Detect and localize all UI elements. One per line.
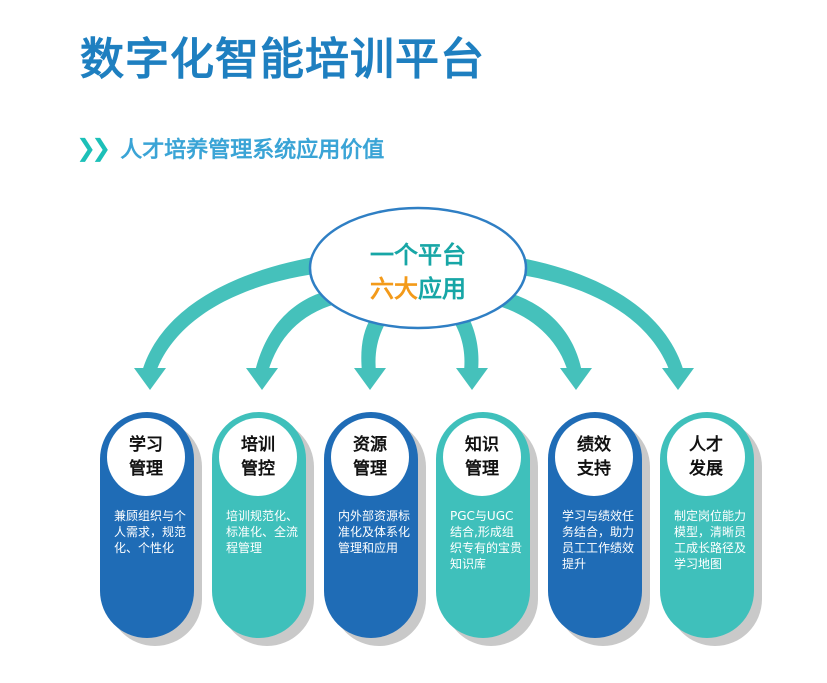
- module-title: 学习管理: [107, 418, 185, 496]
- hub-highlight: 六大: [370, 275, 418, 303]
- module-description: 培训规范化、标准化、全流程管理: [226, 509, 299, 555]
- arrow-to-knowledge: [454, 316, 479, 372]
- module-description: PGC与UGC结合,形成组织专有的宝贵知识库: [450, 509, 523, 571]
- arrow-to-performance: [492, 290, 582, 372]
- module-description: 制定岗位能力模型，清晰员工成长路径及学习地图: [674, 509, 747, 571]
- arrowhead-performance: [560, 368, 592, 390]
- module-description: 内外部资源标准化及体系化管理和应用: [338, 509, 411, 555]
- arrowhead-learning: [134, 368, 166, 390]
- hub-rest: 应用: [418, 275, 466, 303]
- module-title: 人才发展: [667, 418, 745, 496]
- module-title: 知识管理: [443, 418, 521, 496]
- module-title: 绩效支持: [555, 418, 633, 496]
- hub-line2: 六大应用: [320, 272, 516, 306]
- module-card-training: 培训管控 培训规范化、标准化、全流程管理: [212, 412, 306, 638]
- module-card-learning: 学习管理 兼顾组织与个人需求，规范化、个性化: [100, 412, 194, 638]
- hub-ellipse: [308, 206, 528, 330]
- module-card-knowledge: 知识管理 PGC与UGC结合,形成组织专有的宝贵知识库: [436, 412, 530, 638]
- module-card-resource: 资源管理 内外部资源标准化及体系化管理和应用: [324, 412, 418, 638]
- arrow-to-resource: [361, 316, 386, 372]
- module-description: 学习与绩效任务结合，助力员工工作绩效提升: [562, 509, 635, 571]
- section-subtitle: ❯❯ 人才培养管理系统应用价值: [76, 132, 384, 164]
- module-card-talent: 人才发展 制定岗位能力模型，清晰员工成长路径及学习地图: [660, 412, 754, 638]
- arrowhead-resource: [354, 368, 386, 390]
- subtitle-text: 人才培养管理系统应用价值: [120, 138, 385, 163]
- arrowhead-talent: [662, 368, 694, 390]
- page-title: 数字化智能培训平台: [80, 34, 485, 85]
- hub-label: 一个平台 六大应用: [320, 238, 516, 306]
- module-title: 资源管理: [331, 418, 409, 496]
- hub-line1: 一个平台: [370, 241, 466, 269]
- arrowhead-training: [246, 368, 278, 390]
- arrowhead-knowledge: [456, 368, 488, 390]
- module-description: 兼顾组织与个人需求，规范化、个性化: [114, 509, 187, 555]
- module-title: 培训管控: [219, 418, 297, 496]
- arrow-to-training: [255, 290, 336, 372]
- module-card-performance: 绩效支持 学习与绩效任务结合，助力员工工作绩效提升: [548, 412, 642, 638]
- double-chevron-icon: ❯❯: [76, 134, 111, 162]
